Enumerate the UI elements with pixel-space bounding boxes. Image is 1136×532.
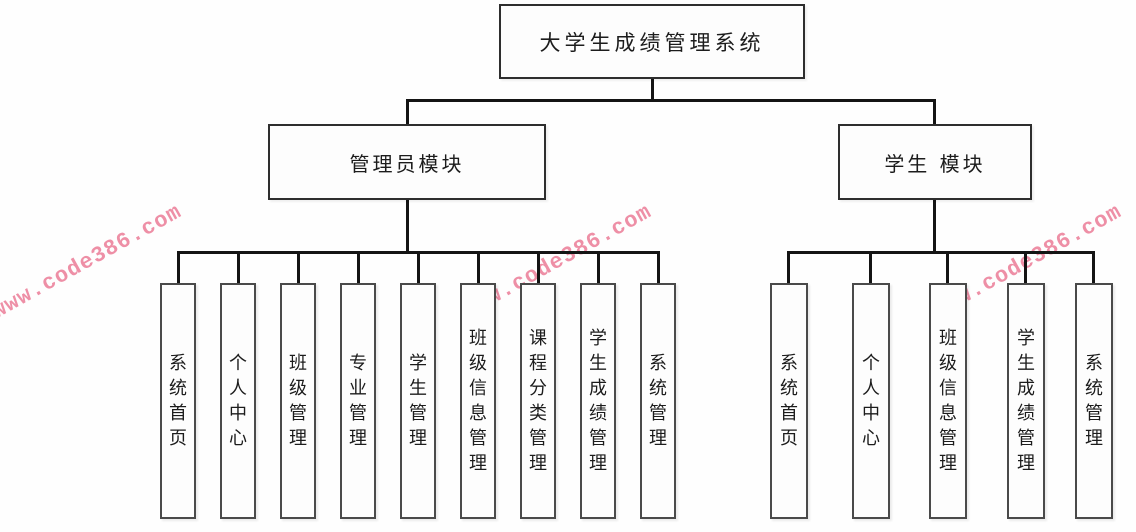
node-student-class-info-management: 班级信息管理 bbox=[929, 283, 967, 519]
node-student-personal-center: 个人中心 bbox=[852, 283, 890, 519]
connector-drop bbox=[237, 251, 240, 284]
connector-drop-admin-module bbox=[406, 99, 409, 126]
leaf-label: 学生成绩管理 bbox=[1017, 328, 1035, 474]
node-admin-system-management: 系统管理 bbox=[640, 283, 676, 519]
leaf-label: 课程分类管理 bbox=[529, 328, 547, 474]
connector-student-bus bbox=[787, 251, 1095, 254]
connector-drop bbox=[946, 251, 949, 284]
leaf-label: 系统首页 bbox=[169, 353, 187, 449]
connector-admin-trunk bbox=[406, 198, 409, 254]
node-student-grade-management: 学生成绩管理 bbox=[1007, 283, 1045, 519]
leaf-label: 学生成绩管理 bbox=[589, 328, 607, 474]
connector-drop bbox=[357, 251, 360, 284]
connector-drop bbox=[657, 251, 660, 284]
node-student-system-management: 系统管理 bbox=[1075, 283, 1113, 519]
leaf-label: 学生管理 bbox=[409, 353, 427, 449]
node-root-label: 大学生成绩管理系统 bbox=[539, 30, 765, 55]
node-student-module-label: 学生 模块 bbox=[884, 151, 986, 176]
connector-student-trunk bbox=[933, 198, 936, 254]
leaf-label: 系统管理 bbox=[1085, 353, 1103, 449]
leaf-label: 个人中心 bbox=[229, 353, 247, 449]
leaf-label: 班级信息管理 bbox=[469, 328, 487, 474]
connector-drop bbox=[869, 251, 872, 284]
leaf-label: 班级管理 bbox=[289, 353, 307, 449]
node-admin-major-management: 专业管理 bbox=[340, 283, 376, 519]
connector-drop bbox=[417, 251, 420, 284]
connector-root-trunk bbox=[651, 77, 654, 102]
node-admin-class-info-management: 班级信息管理 bbox=[460, 283, 496, 519]
leaf-label: 专业管理 bbox=[349, 353, 367, 449]
connector-drop-student-module bbox=[933, 99, 936, 126]
leaf-label: 系统首页 bbox=[780, 353, 798, 449]
connector-drop bbox=[177, 251, 180, 284]
connector-drop bbox=[787, 251, 790, 284]
connector-drop bbox=[537, 251, 540, 284]
connector-drop bbox=[1092, 251, 1095, 284]
node-admin-system-home: 系统首页 bbox=[160, 283, 196, 519]
node-admin-course-category-management: 课程分类管理 bbox=[520, 283, 556, 519]
node-admin-module: 管理员模块 bbox=[268, 124, 546, 200]
connector-drop bbox=[297, 251, 300, 284]
leaf-label: 个人中心 bbox=[862, 353, 880, 449]
leaf-label: 系统管理 bbox=[649, 353, 667, 449]
node-student-system-home: 系统首页 bbox=[770, 283, 808, 519]
connector-drop bbox=[597, 251, 600, 284]
node-admin-class-management: 班级管理 bbox=[280, 283, 316, 519]
leaf-label: 班级信息管理 bbox=[939, 328, 957, 474]
connector-root-bus bbox=[406, 99, 936, 102]
node-admin-student-management: 学生管理 bbox=[400, 283, 436, 519]
connector-drop bbox=[1024, 251, 1027, 284]
node-root-system: 大学生成绩管理系统 bbox=[499, 4, 805, 79]
watermark-text: www.code386.com bbox=[0, 199, 187, 325]
node-admin-grade-management: 学生成绩管理 bbox=[580, 283, 616, 519]
connector-drop bbox=[477, 251, 480, 284]
node-admin-module-label: 管理员模块 bbox=[349, 151, 465, 176]
node-admin-personal-center: 个人中心 bbox=[220, 283, 256, 519]
node-student-module: 学生 模块 bbox=[838, 124, 1032, 200]
